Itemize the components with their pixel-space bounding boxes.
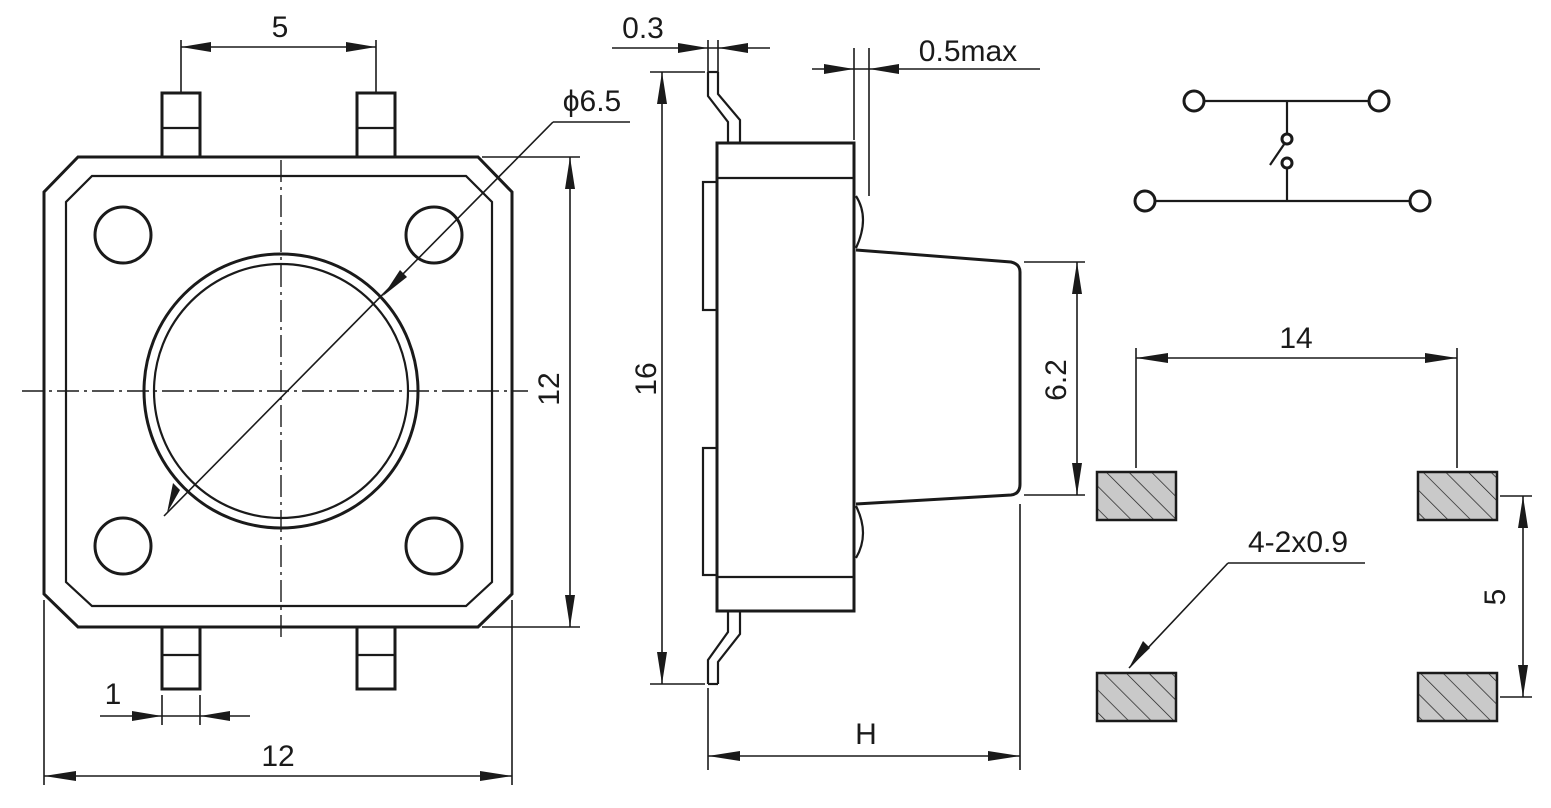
side-body: [715, 141, 856, 613]
dim-actuator-width: 6.2: [1024, 261, 1085, 496]
dim-body-height: 12: [482, 156, 580, 628]
dim-pin-pitch: 5: [180, 11, 377, 93]
dim-actuator-diameter-label: ϕ6.5: [563, 85, 622, 118]
pad: [1095, 671, 1178, 723]
dim-pad-pitch-x: 14: [1135, 322, 1458, 468]
dim-pin-pitch-label: 5: [272, 11, 289, 44]
switch-symbol: [1133, 89, 1432, 213]
terminal: [1367, 89, 1391, 113]
dim-height-label: H: [855, 718, 877, 751]
terminal: [1408, 189, 1432, 213]
footprint: 14 5 4-2x0.9: [1095, 322, 1532, 723]
dim-pad-pitch-y: 5: [1479, 495, 1532, 698]
corner-hole: [404, 205, 464, 265]
pad: [1416, 671, 1499, 723]
dim-overhang-label: 0.5max: [919, 35, 1017, 68]
dim-overall-length: 16: [630, 71, 705, 685]
top-view: 5 12 1 12: [22, 11, 630, 785]
terminal: [1182, 89, 1206, 113]
pad: [1095, 470, 1178, 522]
dim-height: H: [707, 504, 1021, 770]
dim-pad-pitch-y-label: 5: [1479, 589, 1512, 606]
pins-bottom: [160, 625, 397, 691]
pad-note-leader: 4-2x0.9: [1128, 526, 1365, 669]
pins-top: [160, 91, 397, 159]
dim-overall-length-label: 16: [630, 362, 663, 395]
corner-hole: [93, 516, 153, 576]
body-outline: [42, 155, 514, 629]
side-actuator: [855, 248, 1022, 506]
pad: [1416, 470, 1499, 522]
dim-overhang: 0.5max: [812, 35, 1040, 196]
body-inner-outline: [64, 174, 494, 608]
dim-actuator-width-label: 6.2: [1040, 359, 1073, 401]
dim-actuator-diameter: ϕ6.5: [163, 85, 630, 517]
dim-pad-pitch-x-label: 14: [1279, 322, 1312, 355]
dim-body-width-label: 12: [261, 740, 294, 773]
corner-hole: [93, 205, 153, 265]
dim-pin-width: 1: [100, 678, 250, 725]
dim-lead-thickness: 0.3: [612, 12, 770, 72]
dim-body-width: 12: [43, 600, 513, 785]
side-view: 0.3 0.5max 16 6.2: [612, 12, 1085, 770]
corner-hole: [404, 516, 464, 576]
terminal: [1133, 189, 1157, 213]
dim-body-height-label: 12: [533, 372, 566, 405]
pad-note-label: 4-2x0.9: [1248, 526, 1348, 559]
dim-lead-thickness-label: 0.3: [622, 12, 664, 45]
dim-pin-width-label: 1: [105, 678, 122, 711]
